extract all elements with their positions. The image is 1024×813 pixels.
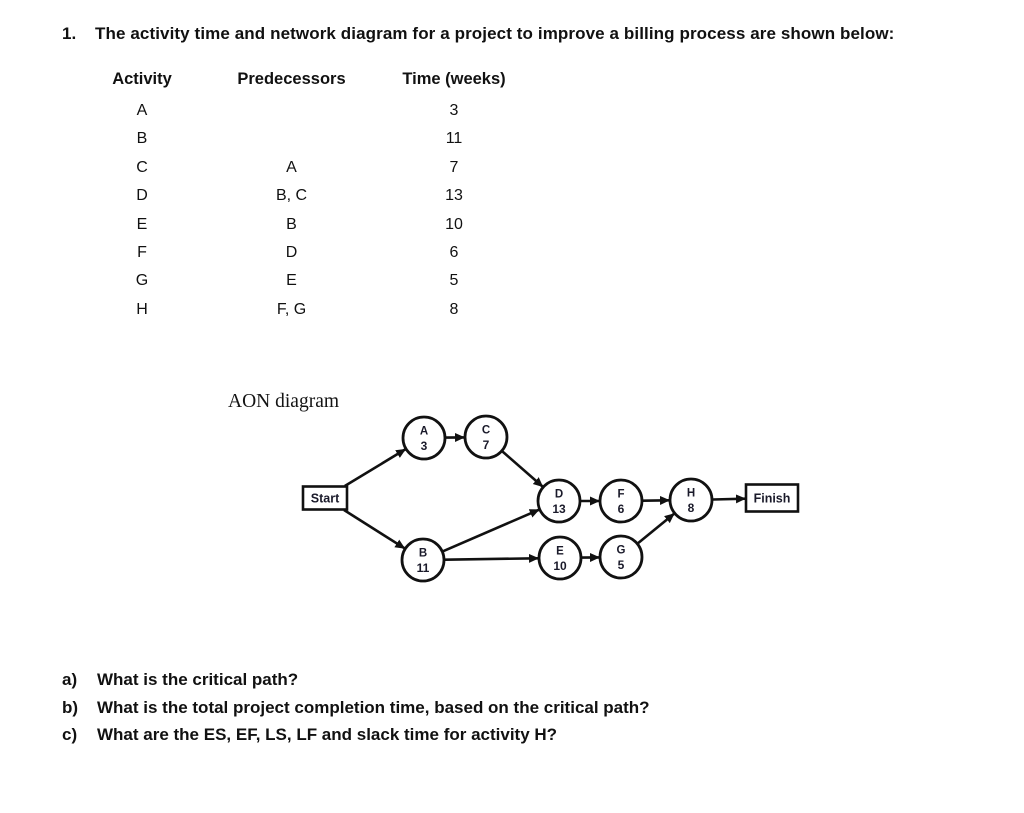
activity-node-time: 11	[417, 561, 430, 575]
edge-Start-B	[343, 508, 406, 550]
question-text: What is the total project completion tim…	[97, 697, 650, 717]
cell-activity-B: B	[136, 130, 148, 148]
activity-node-letter: D	[555, 489, 563, 501]
activity-node-time: 6	[618, 502, 625, 516]
cell-time-F: 6	[449, 243, 459, 261]
problem-title-text: The activity time and network diagram fo…	[95, 24, 895, 43]
cell-time-A: 3	[449, 102, 459, 119]
cell-predecessors-E: B	[286, 215, 297, 233]
start-label: Start	[311, 492, 340, 506]
edge-C-D	[501, 450, 544, 488]
question-label: b)	[62, 697, 79, 717]
question-item-c: c) What are the ES, EF, LS, LF and slack …	[62, 721, 650, 749]
edge-Start-A	[344, 448, 407, 488]
problem-title: 1. The activity time and network diagram…	[62, 24, 894, 44]
cell-predecessors-B	[184, 130, 399, 158]
question-item-a: a) What is the critical path?	[62, 666, 650, 694]
activity-node-circle	[400, 537, 446, 583]
cell-predecessors-D: B, C	[275, 187, 308, 205]
activity-node-letter: B	[419, 548, 427, 560]
activity-node-time: 5	[618, 558, 625, 572]
column-header-0: Activity	[112, 70, 172, 88]
cell-predecessors-F: D	[285, 243, 298, 261]
node-C: C7	[463, 414, 509, 460]
activity-node-circle	[536, 478, 582, 524]
activity-node-letter: F	[617, 489, 624, 501]
activity-node-letter: E	[556, 546, 564, 558]
edge-G-H	[637, 512, 675, 545]
cell-activity-G: G	[135, 272, 149, 290]
node-Start: Start	[301, 485, 349, 511]
start-box	[301, 485, 349, 511]
cell-activity-E: E	[136, 215, 148, 233]
activity-node-letter: A	[420, 426, 428, 438]
cell-time-C: 7	[449, 158, 459, 176]
edge-H-Finish	[712, 494, 746, 504]
activity-node-time: 7	[483, 438, 490, 452]
cell-time-E: 10	[445, 215, 463, 233]
finish-box	[744, 483, 800, 513]
cell-predecessors-C: A	[286, 158, 297, 176]
question-label: c)	[62, 725, 78, 745]
aon-diagram-label: AON diagram	[228, 391, 340, 412]
activity-node-circle	[537, 535, 583, 581]
cell-activity-A: A	[136, 102, 148, 119]
column-header-1: Predecessors	[237, 70, 346, 88]
activity-node-letter: G	[617, 545, 626, 557]
node-Finish: Finish	[744, 483, 800, 513]
question-label: a)	[62, 670, 78, 689]
edge-B-D	[442, 508, 540, 553]
node-A: A3	[401, 415, 447, 461]
node-E: E10	[537, 535, 583, 581]
node-D: D13	[536, 478, 582, 524]
node-G: G5	[598, 534, 644, 580]
edge-B-E	[444, 553, 539, 563]
question-item-b: b) What is the total project completion t…	[62, 694, 650, 722]
question-text: What are the ES, EF, LS, LF and slack ti…	[97, 725, 558, 745]
cell-time-G: 5	[449, 272, 459, 290]
cell-time-B: 11	[445, 130, 463, 148]
activity-node-circle	[598, 478, 644, 524]
activity-node-time: 13	[552, 502, 566, 516]
cell-activity-F: F	[137, 243, 147, 261]
column-header-2: Time (weeks)	[402, 70, 506, 88]
node-H: H8	[668, 477, 714, 523]
node-B: B11	[400, 537, 446, 583]
cell-predecessors-H: F, G	[276, 300, 307, 318]
node-F: F6	[598, 478, 644, 524]
cell-activity-C: C	[136, 158, 148, 176]
activity-node-circle	[463, 414, 509, 460]
activity-node-time: 3	[421, 439, 428, 453]
activity-node-letter: C	[482, 425, 490, 437]
activity-node-time: 8	[688, 501, 695, 515]
questions-list: a) What is the critical path? b) What is th…	[62, 666, 650, 749]
question-text: What is the critical path?	[97, 670, 299, 689]
activity-node-time: 10	[553, 559, 567, 573]
cell-activity-D: D	[136, 187, 148, 205]
cell-time-H: 8	[449, 300, 459, 318]
problem-number: 1.	[62, 24, 77, 43]
cell-predecessors-G: E	[286, 272, 297, 290]
cell-activity-H: H	[136, 300, 148, 318]
cell-predecessors-A	[184, 102, 399, 130]
finish-label: Finish	[754, 492, 791, 506]
activity-node-circle	[401, 415, 447, 461]
activity-node-letter: H	[687, 488, 695, 500]
activity-node-circle	[598, 534, 644, 580]
activity-node-circle	[668, 477, 714, 523]
cell-time-D: 13	[445, 187, 463, 205]
